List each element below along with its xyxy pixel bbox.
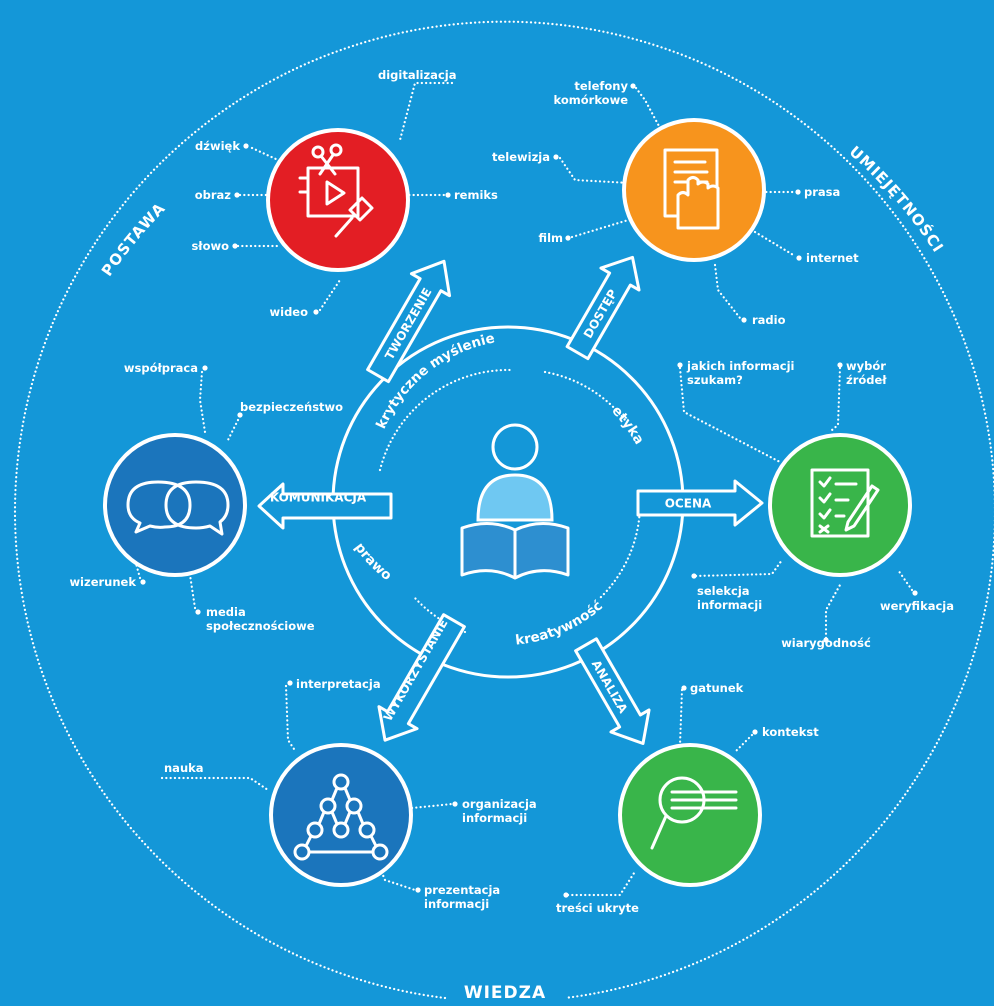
label-tresci-ukryte: treści ukryte <box>556 901 639 915</box>
label-wspolpraca: współpraca <box>124 361 198 375</box>
label-wybor-2: źródeł <box>846 373 887 387</box>
label-dzwiek: dźwięk <box>195 139 240 153</box>
arrow-dostep: DOSTĘP <box>565 255 641 361</box>
node-analiza <box>563 685 762 898</box>
label-weryfikacja: weryfikacja <box>880 599 954 613</box>
circle-tworzenie <box>266 128 410 272</box>
label-wiarygodnosc: wiarygodność <box>781 636 871 650</box>
node-tworzenie <box>232 81 454 315</box>
label-wybor-1: wybór <box>846 359 886 373</box>
circle-ocena <box>768 433 912 577</box>
node-dostep <box>553 83 802 323</box>
arrow-label-komunikacja: KOMUNIKACJA <box>270 491 367 505</box>
label-telewizja: telewizja <box>492 150 550 164</box>
label-jakich-1: jakich informacji <box>686 359 794 373</box>
arrow-komunikacja: KOMUNIKACJA <box>257 482 393 530</box>
label-jakich-2: szukam? <box>687 373 743 387</box>
label-slowo: słowo <box>191 239 229 253</box>
arrow-analiza: ANALIZA <box>574 637 651 745</box>
label-digitalizacja: digitalizacja <box>378 68 456 82</box>
person-reading-book-icon <box>460 423 570 580</box>
label-internet: internet <box>806 251 859 265</box>
label-organizacja-2: informacji <box>462 811 527 825</box>
label-radio: radio <box>752 313 786 327</box>
label-prezentacja-1: prezentacja <box>424 883 500 897</box>
node-ocena <box>677 362 918 643</box>
label-film: film <box>539 231 563 245</box>
arrow-tworzenie: TWORZENIE <box>366 259 452 384</box>
label-media-2: społecznościowe <box>206 619 315 633</box>
label-selekcja-2: informacji <box>697 598 762 612</box>
ring-label-left: prawo <box>351 540 394 584</box>
ring-label-right: etyka <box>608 403 647 447</box>
label-selekcja-1: selekcja <box>697 584 750 598</box>
arrow-ocena: OCENA <box>636 479 764 527</box>
label-wideo: wideo <box>270 305 309 319</box>
magnifier-text-icon <box>650 776 738 850</box>
circle-analiza <box>618 743 762 887</box>
domain-label-wiedza: WIEDZA <box>464 983 546 1003</box>
label-kontekst: kontekst <box>762 725 819 739</box>
label-gatunek: gatunek <box>690 681 744 695</box>
label-remiks: remiks <box>454 188 498 202</box>
node-pyramid-icon <box>293 773 389 861</box>
arrow-wykorzystanie: WYKORZYSTANIE <box>377 613 466 742</box>
label-bezpieczenstwo: bezpieczeństwo <box>240 400 343 414</box>
label-obraz: obraz <box>195 188 232 202</box>
node-wykorzystanie <box>160 680 458 893</box>
document-hand-icon <box>663 148 720 230</box>
node-komunikacja <box>103 365 247 615</box>
label-prasa: prasa <box>804 185 840 199</box>
scissors-play-brush-icon <box>298 143 374 238</box>
label-wizerunek: wizerunek <box>69 575 136 589</box>
label-media-1: media <box>206 605 246 619</box>
checklist-pen-icon <box>810 468 880 538</box>
label-nauka: nauka <box>164 761 204 775</box>
outer-dotted-circle <box>13 20 994 1000</box>
circle-komunikacja <box>103 433 247 577</box>
speech-bubbles-icon <box>126 480 230 536</box>
label-interpretacja: interpretacja <box>296 677 381 691</box>
label-telefony-2: komórkowe <box>554 93 629 107</box>
domain-label-postawa: POSTAWA <box>98 199 169 280</box>
label-organizacja-1: organizacja <box>462 797 537 811</box>
domain-label-umiejetnosci: UMIEJĘTNOŚCI <box>846 142 948 256</box>
arrow-label-ocena: OCENA <box>665 497 712 511</box>
label-telefony-1: telefony <box>574 79 628 93</box>
circle-wykorzystanie <box>269 743 413 887</box>
label-prezentacja-2: informacji <box>424 897 489 911</box>
